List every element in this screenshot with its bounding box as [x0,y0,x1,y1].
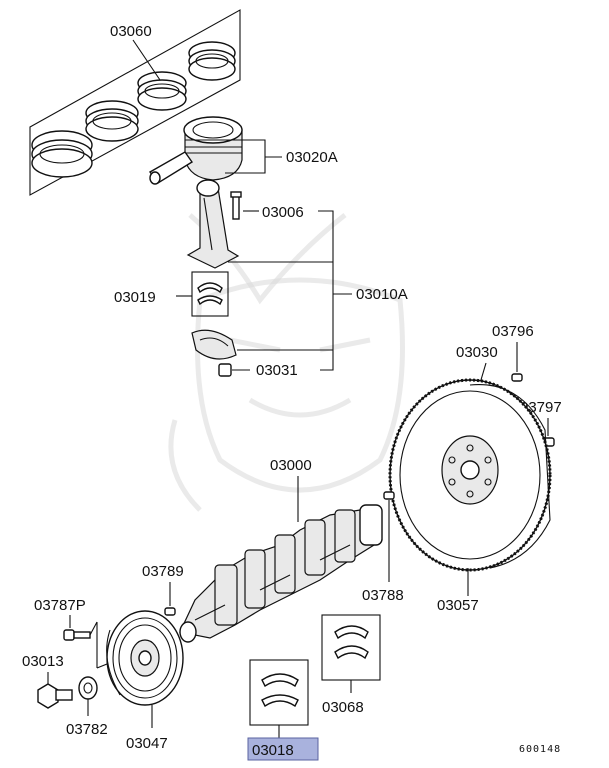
rod-cap[interactable] [191,329,237,360]
dowel-pin-03788[interactable] [383,491,395,500]
ring-set-2[interactable] [85,100,139,142]
label-03013[interactable]: 03013 [22,653,64,670]
dowel-pin-03796[interactable] [511,373,523,382]
pulley-bolt-small[interactable] [63,629,91,641]
label-03057[interactable]: 03057 [437,597,479,614]
rod-bolt[interactable] [230,191,242,220]
label-03010A[interactable]: 03010A [356,286,408,303]
label-03068[interactable]: 03068 [322,699,364,716]
label-03787P[interactable]: 03787P [34,597,86,614]
label-03018[interactable]: 03018 [252,742,294,759]
label-03782[interactable]: 03782 [66,721,108,738]
highlight-03018 [247,737,319,761]
label-03788[interactable]: 03788 [362,587,404,604]
thrust-bearing-box[interactable] [321,614,381,693]
label-03789[interactable]: 03789 [142,563,184,580]
flywheel[interactable] [388,378,552,572]
rod-bearing-box[interactable] [176,271,229,317]
crankshaft[interactable] [179,504,383,643]
piston-rings-group: 03060 [29,9,241,196]
crank-pulley[interactable] [106,610,184,706]
ring-set-1[interactable] [31,130,93,178]
main-bearing-box-03018[interactable] [249,659,309,738]
woodruff-key[interactable] [164,607,176,616]
label-03006[interactable]: 03006 [262,204,304,221]
ring-set-4[interactable] [188,41,236,81]
diagram-reference: 600148 [519,744,561,755]
label-03047[interactable]: 03047 [126,735,168,752]
connecting-rod-group[interactable] [186,179,242,269]
label-03019[interactable]: 03019 [114,289,156,306]
pulley-washer[interactable] [78,676,98,700]
piston-group[interactable]: 03020A [148,116,338,185]
rod-nut[interactable] [218,363,250,377]
label-03000[interactable]: 03000 [270,457,312,474]
crank-pulley-bolt[interactable] [37,683,73,709]
label-03020A[interactable]: 03020A [286,149,338,166]
label-03031[interactable]: 03031 [256,362,298,379]
label-03030[interactable]: 03030 [456,344,498,361]
label-03796[interactable]: 03796 [492,323,534,340]
piston-pin[interactable] [148,151,193,185]
ring-set-3[interactable] [137,71,187,111]
label-03060[interactable]: 03060 [110,23,152,40]
